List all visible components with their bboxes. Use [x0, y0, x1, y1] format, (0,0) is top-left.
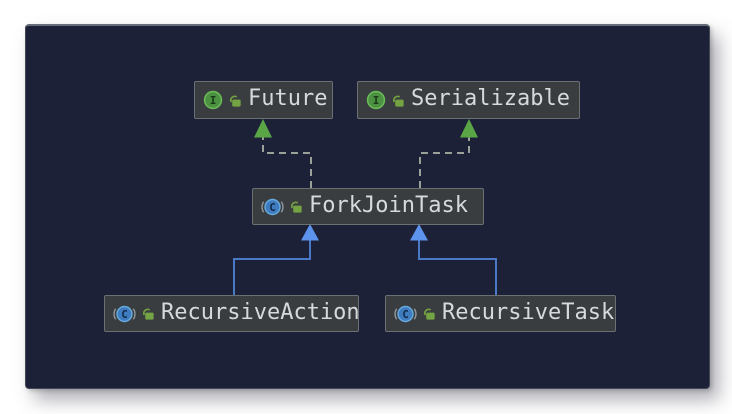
unlocked-padlock-icon: [289, 199, 304, 214]
unlocked-padlock-icon: [228, 93, 243, 108]
interface-icon: I: [203, 90, 223, 110]
edge-recursiveaction-extends-forkjointask: [233, 224, 319, 295]
class-icon: C: [261, 197, 284, 217]
node-label: ForkJoinTask: [309, 192, 468, 218]
unlocked-padlock-icon: [141, 306, 156, 321]
node-recursivetask[interactable]: C RecursiveTask: [385, 295, 616, 332]
node-future[interactable]: I Future: [194, 81, 333, 119]
unlocked-padlock-icon: [391, 93, 406, 108]
node-recursiveaction[interactable]: C RecursiveAction: [104, 295, 360, 332]
uml-diagram-canvas: I Future I Serializable: [25, 24, 710, 389]
svg-text:I: I: [210, 94, 217, 107]
interface-icon: I: [366, 90, 386, 110]
svg-text:I: I: [373, 94, 380, 107]
node-label: Serializable: [411, 86, 570, 111]
edge-forkjointask-implements-serializable: [419, 119, 478, 188]
node-label: Future: [248, 86, 328, 111]
class-icon: C: [394, 304, 417, 324]
svg-text:C: C: [269, 201, 275, 213]
class-icon: C: [113, 304, 136, 324]
node-serializable[interactable]: I Serializable: [357, 81, 580, 119]
edge-forkjointask-implements-future: [254, 119, 312, 188]
unlocked-padlock-icon: [422, 306, 437, 321]
node-forkjointask[interactable]: C ForkJoinTask: [252, 188, 484, 225]
svg-text:C: C: [402, 308, 408, 320]
edge-recursivetask-extends-forkjointask: [410, 224, 497, 295]
node-label: RecursiveTask: [442, 299, 615, 325]
edges-layer: [233, 119, 497, 295]
svg-text:C: C: [121, 308, 127, 320]
node-label: RecursiveAction: [161, 299, 360, 325]
